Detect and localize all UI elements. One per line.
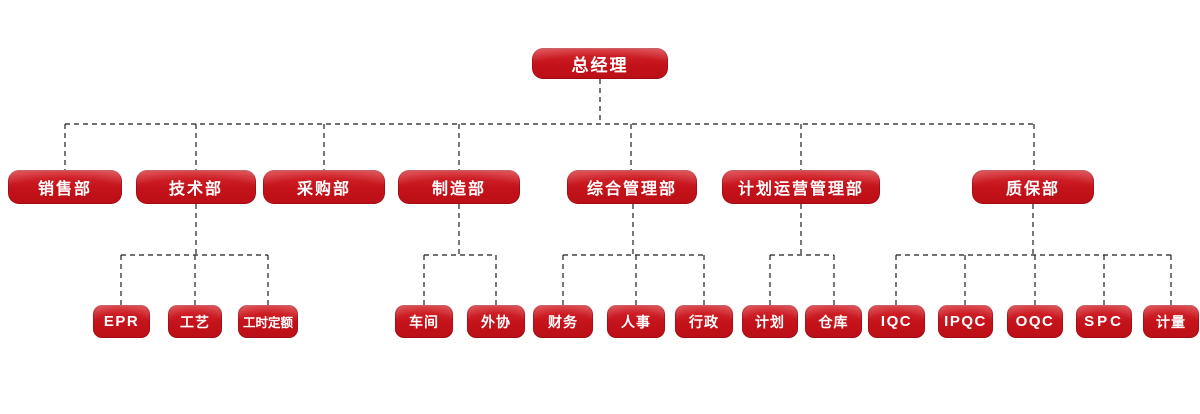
org-node-planning-operations-dept: 计划运营管理部 bbox=[722, 170, 880, 204]
org-node-spc: SPC bbox=[1076, 305, 1132, 338]
org-node-planning: 计划 bbox=[742, 305, 798, 338]
org-node-workshop: 车间 bbox=[395, 305, 453, 338]
connector-quality-assurance-children bbox=[895, 204, 1172, 305]
connector-technology-children bbox=[120, 204, 269, 305]
org-node-finance: 财务 bbox=[533, 305, 593, 338]
org-node-oqc: OQC bbox=[1007, 305, 1063, 338]
org-node-purchasing-dept: 采购部 bbox=[263, 170, 385, 204]
org-node-outsourcing: 外协 bbox=[467, 305, 525, 338]
org-node-manufacturing-dept: 制造部 bbox=[398, 170, 520, 204]
org-node-administration: 行政 bbox=[675, 305, 733, 338]
connector-root-to-departments bbox=[64, 79, 1035, 170]
org-node-warehouse: 仓库 bbox=[805, 305, 862, 338]
org-node-quality-assurance-dept: 质保部 bbox=[972, 170, 1094, 204]
connector-manufacturing-children bbox=[423, 204, 497, 305]
org-node-general-management-dept: 综合管理部 bbox=[567, 170, 697, 204]
connector-planning-operations-children bbox=[769, 204, 835, 305]
org-node-general-manager: 总经理 bbox=[532, 48, 668, 79]
org-node-iqc: IQC bbox=[868, 305, 925, 338]
org-node-work-hour-quota: 工时定额 bbox=[238, 305, 298, 338]
org-node-sales-dept: 销售部 bbox=[8, 170, 122, 204]
org-node-technology-dept: 技术部 bbox=[136, 170, 256, 204]
org-node-metrology: 计量 bbox=[1143, 305, 1199, 338]
org-node-epr: EPR bbox=[93, 305, 150, 338]
org-node-process: 工艺 bbox=[168, 305, 222, 338]
org-node-hr: 人事 bbox=[607, 305, 665, 338]
org-node-ipqc: IPQC bbox=[938, 305, 993, 338]
connector-general-management-children bbox=[562, 204, 705, 305]
